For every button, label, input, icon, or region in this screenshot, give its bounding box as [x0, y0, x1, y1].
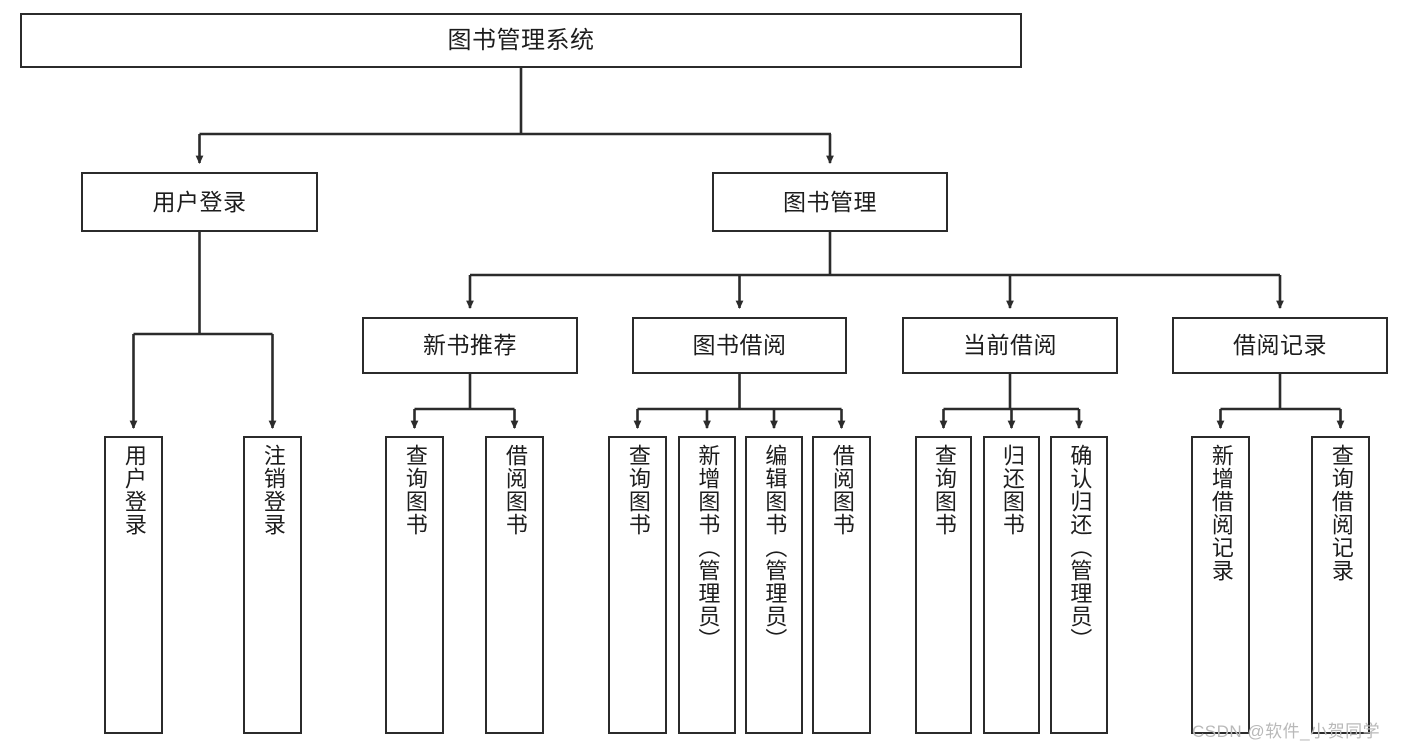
node-label: 图书管理系统: [447, 26, 595, 54]
leaf-user-logout[interactable]: 注销登录: [243, 436, 302, 734]
node-label: 借阅图书: [829, 444, 855, 536]
node-label: 编辑图书（管理员）: [762, 444, 788, 651]
node-label: 新增图书（管理员）: [695, 444, 721, 651]
node-label: 用户登录: [152, 188, 247, 215]
node-label: 查询图书: [931, 444, 957, 536]
node-label: 新书推荐: [423, 332, 517, 358]
node-label: 查询借阅记录: [1328, 444, 1354, 582]
node-current-borrow[interactable]: 当前借阅: [902, 317, 1118, 374]
node-root-system[interactable]: 图书管理系统: [20, 13, 1022, 68]
leaf-query-borrow-record[interactable]: 查询借阅记录: [1311, 436, 1370, 734]
node-label: 图书管理: [783, 188, 877, 215]
node-label: 归还图书: [999, 444, 1025, 536]
node-label: 确认归还（管理员）: [1067, 444, 1093, 651]
leaf-user-login[interactable]: 用户登录: [104, 436, 163, 734]
node-label: 借阅记录: [1233, 332, 1327, 358]
node-label: 新增借阅记录: [1208, 444, 1234, 582]
node-label: 当前借阅: [963, 332, 1057, 358]
leaf-borrow-book-recommend[interactable]: 借阅图书: [485, 436, 544, 734]
leaf-query-book-current[interactable]: 查询图书: [915, 436, 972, 734]
node-new-book-recommend[interactable]: 新书推荐: [362, 317, 578, 374]
leaf-query-book-recommend[interactable]: 查询图书: [385, 436, 444, 734]
node-label: 查询图书: [402, 444, 428, 536]
node-label: 注销登录: [260, 444, 286, 536]
leaf-return-book[interactable]: 归还图书: [983, 436, 1040, 734]
leaf-borrow-book[interactable]: 借阅图书: [812, 436, 871, 734]
node-label: 用户登录: [121, 444, 147, 536]
node-label: 图书借阅: [692, 332, 787, 358]
node-user-login[interactable]: 用户登录: [81, 172, 318, 232]
node-book-manage[interactable]: 图书管理: [712, 172, 948, 232]
node-label: 借阅图书: [502, 444, 528, 536]
leaf-edit-book[interactable]: 编辑图书（管理员）: [745, 436, 803, 734]
leaf-confirm-return[interactable]: 确认归还（管理员）: [1050, 436, 1108, 734]
node-label: 查询图书: [625, 444, 651, 536]
leaf-query-book-borrow[interactable]: 查询图书: [608, 436, 667, 734]
leaf-add-book[interactable]: 新增图书（管理员）: [678, 436, 736, 734]
node-borrow-record[interactable]: 借阅记录: [1172, 317, 1388, 374]
node-book-borrow[interactable]: 图书借阅: [632, 317, 847, 374]
watermark-text: CSDN @软件_小贺同学: [1192, 722, 1381, 741]
leaf-add-borrow-record[interactable]: 新增借阅记录: [1191, 436, 1250, 734]
